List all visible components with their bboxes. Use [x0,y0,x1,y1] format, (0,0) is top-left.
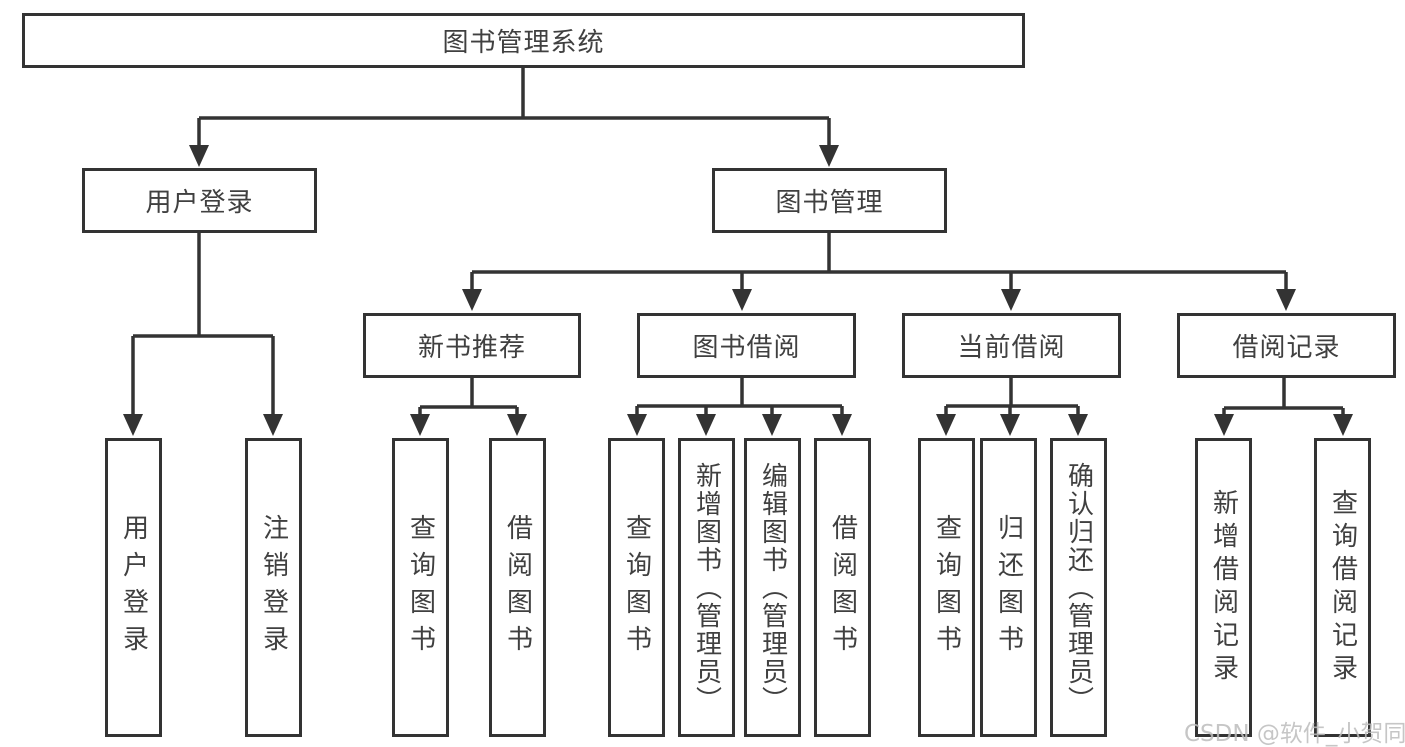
leaf-borrow-books-1: 借阅图书 [489,438,546,737]
node-new-book-recommend: 新书推荐 [363,313,581,378]
leaf-add-books-admin-label: 新增图书（管理员） [691,461,722,714]
leaf-borrow-books-2-label: 借阅图书 [827,513,858,662]
connector-login-split [131,233,275,416]
leaf-confirm-return-admin: 确认归还（管理员） [1050,438,1107,737]
arrowhead [1214,414,1234,436]
leaf-query-books-2-label: 查询图书 [621,513,652,662]
arrowhead [819,145,839,167]
node-user-login: 用户登录 [82,168,317,233]
arrowhead [123,414,143,436]
arrowhead [1001,289,1021,311]
arrowhead [1000,414,1020,436]
leaf-return-books-label: 归还图书 [993,513,1024,662]
leaf-confirm-return-admin-label: 确认归还（管理员） [1063,461,1094,714]
node-book-borrow: 图书借阅 [637,313,856,378]
node-borrow-records: 借阅记录 [1177,313,1396,378]
connector-borrow-split [635,378,844,416]
connector-current-split [944,378,1080,416]
leaf-borrow-books-2: 借阅图书 [814,438,871,737]
csdn-watermark: CSDN @软件_小贺同学 [1184,721,1405,747]
leaf-add-books-admin: 新增图书（管理员） [678,438,735,737]
leaf-query-borrow-record-label: 查询借阅记录 [1327,488,1358,687]
leaf-add-borrow-record: 新增借阅记录 [1195,438,1252,737]
connector-root-split [197,68,831,148]
arrowhead [1068,414,1088,436]
leaf-user-login: 用户登录 [105,438,162,737]
arrowhead [189,145,209,167]
arrowhead [507,414,527,436]
arrowhead [832,414,852,436]
leaf-add-borrow-record-label: 新增借阅记录 [1208,488,1239,687]
leaf-query-books-3-label: 查询图书 [931,513,962,662]
leaf-query-books-3: 查询图书 [918,438,975,737]
connector-mgmt-split [470,233,1288,291]
leaf-query-books-2: 查询图书 [608,438,665,737]
leaf-query-books-1: 查询图书 [392,438,449,737]
leaf-query-books-1-label: 查询图书 [405,513,436,662]
node-book-management: 图书管理 [712,168,947,233]
arrowhead [696,414,716,436]
arrowhead [762,414,782,436]
arrowhead [627,414,647,436]
leaf-edit-books-admin-label: 编辑图书（管理员） [757,461,788,714]
arrowhead [410,414,430,436]
connector-newrec-split [418,378,519,416]
leaf-return-books: 归还图书 [980,438,1037,737]
leaf-query-borrow-record: 查询借阅记录 [1314,438,1371,737]
node-current-borrow: 当前借阅 [902,313,1121,378]
arrowhead [263,414,283,436]
leaf-logout: 注销登录 [245,438,302,737]
leaf-logout-label: 注销登录 [258,513,289,662]
arrowhead [462,289,482,311]
arrowhead [732,289,752,311]
leaf-edit-books-admin: 编辑图书（管理员） [744,438,801,737]
leaf-user-login-label: 用户登录 [118,513,149,662]
arrowhead [1276,289,1296,311]
connector-record-split [1222,378,1345,416]
arrowhead [936,414,956,436]
arrowhead [1333,414,1353,436]
leaf-borrow-books-1-label: 借阅图书 [502,513,533,662]
node-root-system: 图书管理系统 [22,13,1025,68]
